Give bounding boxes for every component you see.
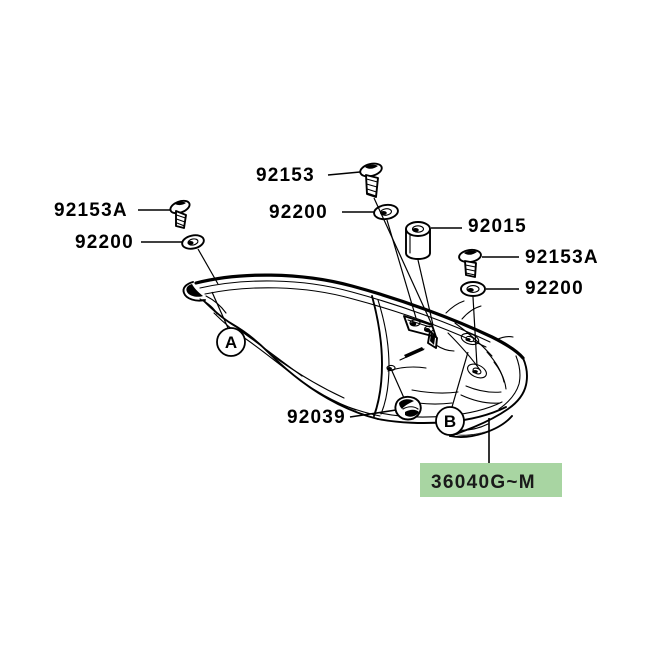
part-label-92153a-left: 92153A [54,200,128,221]
component-washer-92200-left [181,234,205,250]
part-label-92153-top: 92153 [256,165,315,186]
part-label-92039: 92039 [287,407,346,428]
highlight-part-number-text: 36040G~M [431,472,536,493]
component-screw-92153a-right [458,248,482,278]
component-washer-92200-right [460,281,486,297]
mount-boss-right [460,332,480,346]
part-label-92200-left: 92200 [75,232,134,253]
panel-hole-92039 [386,364,396,372]
component-screw-92153a-left [169,199,191,229]
part-label-92200-top: 92200 [269,202,328,223]
mount-tab-center [403,315,455,352]
mount-boss-lower-right [467,363,487,379]
part-label-92015: 92015 [468,216,527,237]
part-label-92153a-right: 92153A [525,247,599,268]
leader-lines [138,171,519,463]
callout-b-letter: B [444,412,456,431]
panel-slot-detail [387,347,427,372]
component-screw-92153-top [359,162,383,198]
component-collar-92015 [405,221,431,260]
highlight-background [420,463,562,497]
callout-b: B [435,406,465,436]
component-washer-92200-top [373,203,399,221]
callout-a-letter: A [225,333,237,352]
component-nut-92039 [394,395,422,421]
part-label-92200-right: 92200 [525,278,584,299]
callout-a: A [216,327,246,357]
highlighted-part-number[interactable]: 36040G~M [420,463,562,497]
